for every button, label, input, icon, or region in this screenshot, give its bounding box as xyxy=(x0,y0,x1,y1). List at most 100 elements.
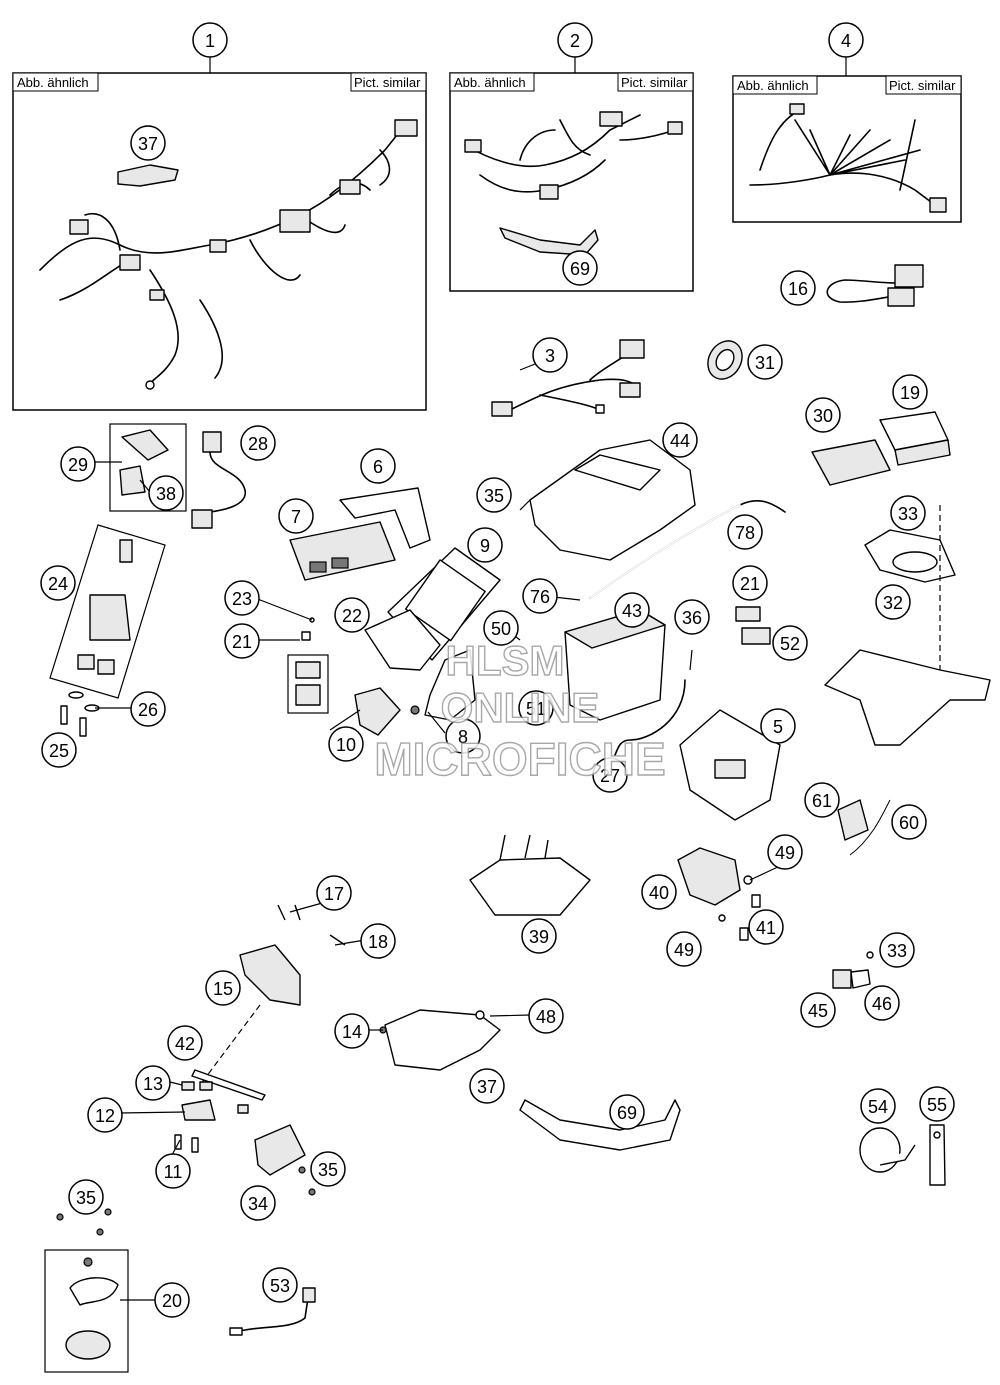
callout-number: 34 xyxy=(248,1194,268,1214)
callout-43: 43 xyxy=(614,592,650,628)
callout-number: 3 xyxy=(545,346,555,366)
callout-40: 40 xyxy=(641,874,677,910)
callout-number: 55 xyxy=(927,1095,947,1115)
callout-circle xyxy=(804,782,840,818)
fuse-box-21-23 xyxy=(287,617,329,714)
sensor-53 xyxy=(229,1287,316,1336)
callout-circle xyxy=(167,1025,203,1061)
callout-36: 36 xyxy=(674,599,710,635)
callout-circle xyxy=(767,834,803,870)
callout-27: 27 xyxy=(592,757,628,793)
callout-circle xyxy=(155,1153,191,1189)
bracket-8 xyxy=(424,649,476,721)
callout-number: 69 xyxy=(617,1103,637,1123)
cable-16 xyxy=(826,264,924,307)
callout-13: 13 xyxy=(135,1065,171,1101)
callout-circle xyxy=(641,874,677,910)
callout-circle xyxy=(800,992,836,1028)
callout-34: 34 xyxy=(240,1185,276,1221)
callout-number: 41 xyxy=(756,918,776,938)
callout-number: 19 xyxy=(900,383,920,403)
callout-number: 21 xyxy=(232,632,252,652)
callout-18: 18 xyxy=(360,923,396,959)
callout-circle xyxy=(334,1013,370,1049)
callout-number: 5 xyxy=(773,717,783,737)
callout-49: 49 xyxy=(767,834,803,870)
callout-circle xyxy=(732,565,768,601)
callout-number: 25 xyxy=(49,741,69,761)
callout-number: 51 xyxy=(526,699,546,719)
callout-number: 35 xyxy=(76,1188,96,1208)
callout-26: 26 xyxy=(130,691,166,727)
callout-circle xyxy=(562,250,598,286)
callout-circle xyxy=(860,1088,896,1124)
callout-number: 39 xyxy=(529,927,549,947)
callout-number: 23 xyxy=(232,589,252,609)
watermark: HLSM ONLINE MICROFICHE xyxy=(374,636,667,785)
cable-78 xyxy=(589,500,786,599)
callout-29: 29 xyxy=(60,446,96,482)
callout-circle xyxy=(760,708,796,744)
callout-number: 30 xyxy=(813,406,833,426)
callout-circle xyxy=(662,422,698,458)
callout-circle xyxy=(360,923,396,959)
callout-51: 51 xyxy=(518,690,554,726)
callout-circle xyxy=(445,718,481,754)
callout-37b: 37 xyxy=(469,1068,505,1104)
callout-32: 32 xyxy=(875,584,911,620)
watermark-line-2: ONLINE xyxy=(441,684,600,731)
callout-number: 36 xyxy=(682,608,702,628)
ecu-6-7 xyxy=(289,487,431,581)
callout-16: 16 xyxy=(780,270,816,306)
callout-number: 40 xyxy=(649,883,669,903)
callout-number: 33 xyxy=(887,941,907,961)
callout-22: 22 xyxy=(334,597,370,633)
callout-circle xyxy=(467,527,503,563)
callout-number: 46 xyxy=(872,994,892,1014)
inset-1-label-en: Pict. similar xyxy=(354,75,421,90)
callout-39: 39 xyxy=(521,918,557,954)
callout-number: 31 xyxy=(755,353,775,373)
callout-number: 78 xyxy=(735,523,755,543)
callout-number: 52 xyxy=(780,634,800,654)
callout-circle xyxy=(87,1097,123,1133)
callout-circle xyxy=(727,514,763,550)
callout-circle xyxy=(240,425,276,461)
callout-61: 61 xyxy=(804,782,840,818)
callout-circle xyxy=(192,22,228,58)
callout-50: 50 xyxy=(483,610,519,646)
cover-69-inset xyxy=(499,227,599,256)
callout-number: 8 xyxy=(458,727,468,747)
callout-76: 76 xyxy=(522,578,558,614)
callout-circle xyxy=(224,580,260,616)
callout-number: 14 xyxy=(342,1022,362,1042)
inset-4-label-en: Pict. similar xyxy=(889,78,956,93)
callout-6: 6 xyxy=(360,448,396,484)
callout-circle xyxy=(828,22,864,58)
callout-number: 9 xyxy=(480,536,490,556)
holder-10 xyxy=(354,687,420,736)
callout-21b: 21 xyxy=(224,623,260,659)
callout-circle xyxy=(148,475,184,511)
callout-number: 49 xyxy=(674,940,694,960)
callout-2: 2 xyxy=(557,22,593,58)
relay-45-46 xyxy=(832,951,874,989)
cover-37 xyxy=(379,1009,501,1071)
callout-31: 31 xyxy=(747,344,783,380)
screws-25-26 xyxy=(60,691,100,737)
callout-number: 18 xyxy=(368,932,388,952)
callout-circle xyxy=(666,931,702,967)
callout-number: 13 xyxy=(143,1074,163,1094)
callout-46: 46 xyxy=(864,985,900,1021)
callout-circle xyxy=(772,625,808,661)
callout-circle xyxy=(262,1267,298,1303)
callout-circle xyxy=(68,1179,104,1215)
callout-circle xyxy=(360,448,396,484)
callout-12: 12 xyxy=(87,1097,123,1133)
callout-number: 48 xyxy=(536,1007,556,1027)
callout-21: 21 xyxy=(732,565,768,601)
callout-circle xyxy=(469,1068,505,1104)
callout-14: 14 xyxy=(334,1013,370,1049)
harness-4 xyxy=(749,103,947,213)
